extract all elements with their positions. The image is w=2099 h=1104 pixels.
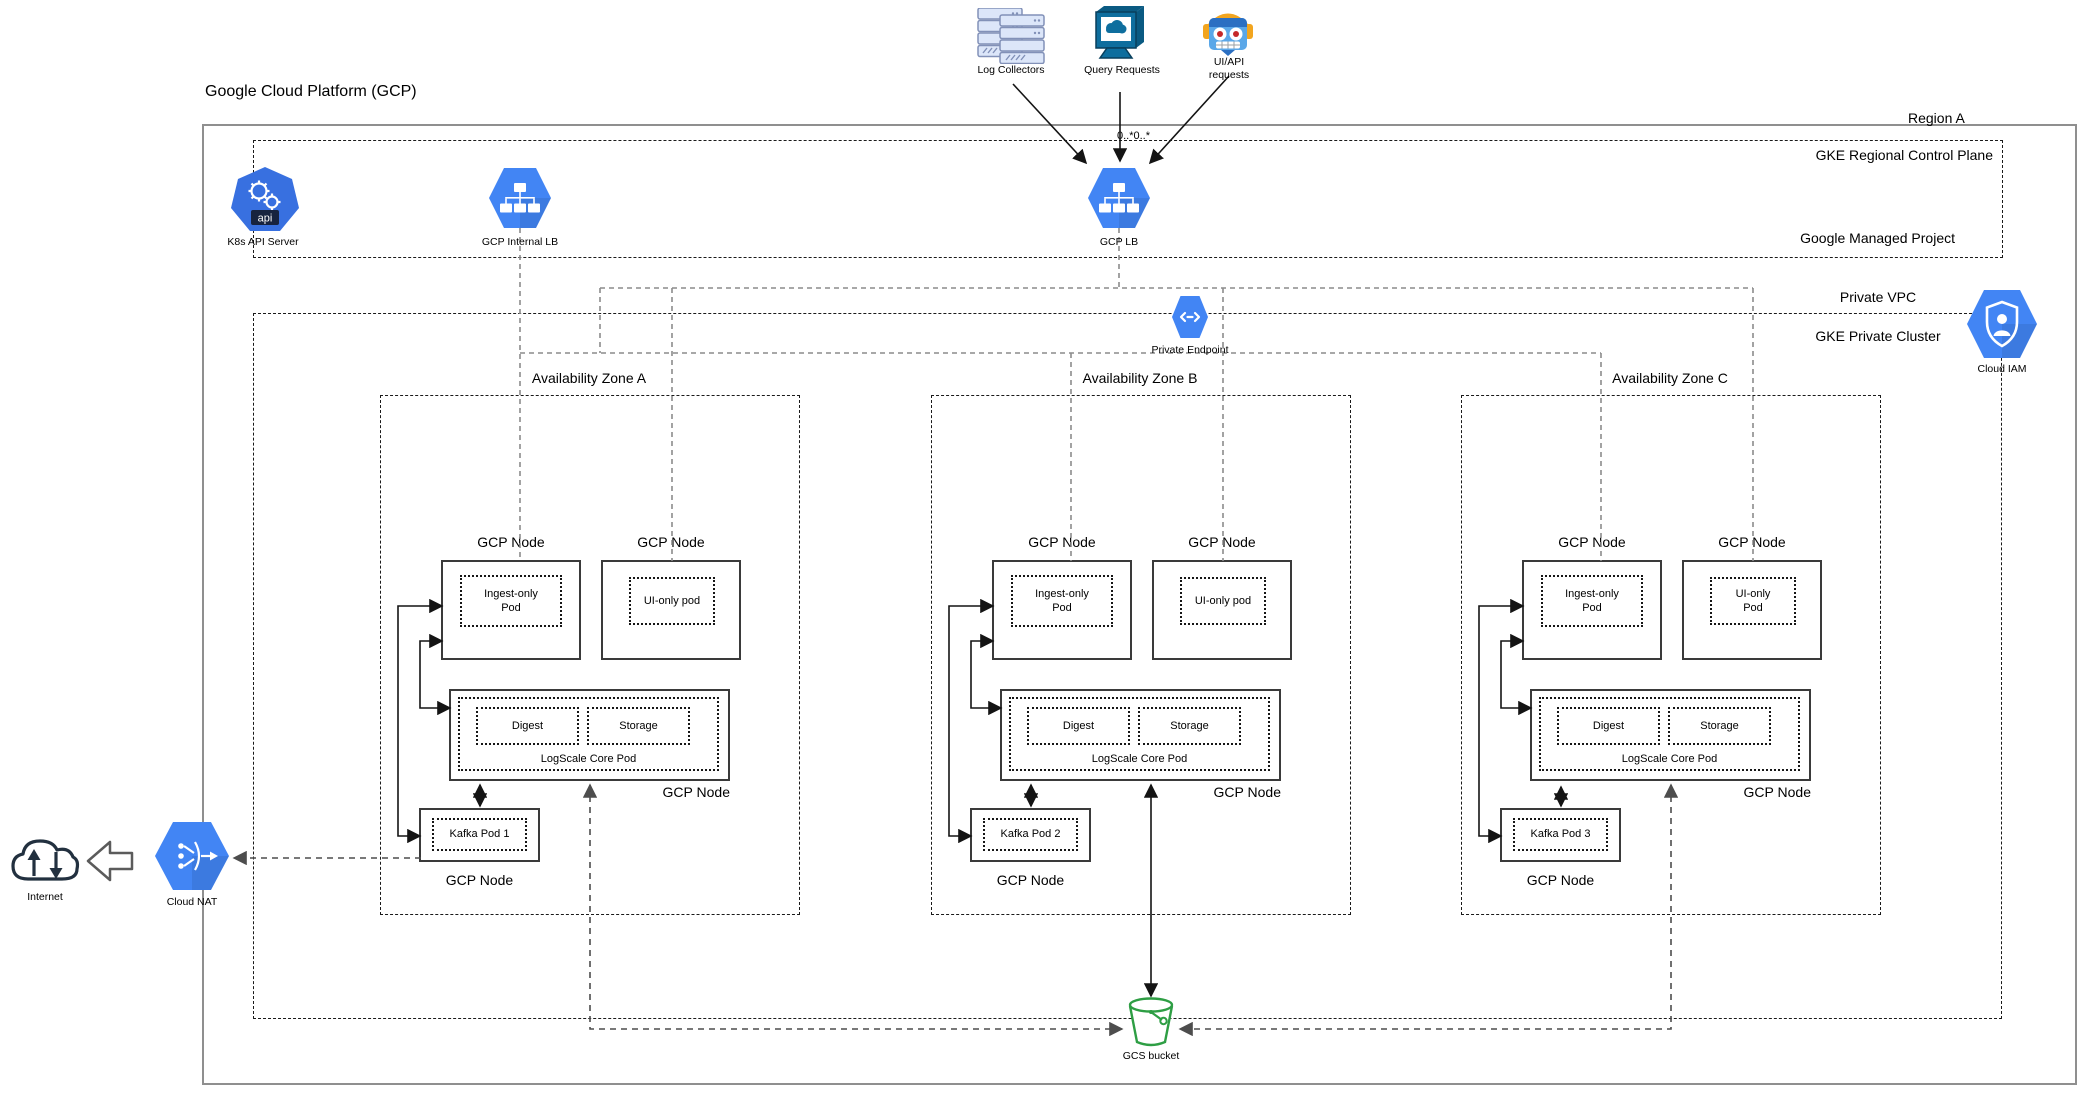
gcp-node-label: GCP Node: [996, 872, 1065, 888]
gcp-node-label: GCP Node: [477, 534, 545, 550]
ingest-only-pod[interactable]: Ingest-only Pod: [460, 575, 562, 627]
gke-private-cluster-label: GKE Private Cluster: [1815, 328, 1941, 344]
ingest-gcp-node[interactable]: Ingest-only Pod: [1522, 560, 1662, 660]
gcp-node-label: GCP Node: [1526, 872, 1595, 888]
cloud-iam-label: Cloud IAM: [1977, 363, 2027, 375]
gcp-lb-icon[interactable]: [1087, 167, 1151, 229]
log-collectors-icon[interactable]: [976, 8, 1046, 64]
private-endpoint-label: Private Endpoint: [1151, 344, 1229, 356]
availability-zone-c[interactable]: Availability Zone C GCP Node Ingest-only…: [1461, 370, 1881, 915]
cloud-nat-icon[interactable]: [154, 821, 230, 891]
storage-pod[interactable]: Storage: [1668, 707, 1771, 745]
gcp-node-label: GCP Node: [445, 872, 514, 888]
cloud-iam-icon[interactable]: [1966, 289, 2038, 359]
availability-zone-a[interactable]: Availability Zone A GCP Node Ingest-only…: [380, 370, 800, 915]
private-vpc-label: Private VPC: [1839, 289, 1917, 305]
zone-label: Availability Zone A: [531, 370, 647, 386]
control-plane-label: GKE Regional Control Plane: [1815, 147, 1993, 163]
k8s-api-server-icon[interactable]: api: [228, 166, 302, 232]
availability-zone-b[interactable]: Availability Zone B GCP Node Ingest-only…: [931, 370, 1351, 915]
core-gcp-node[interactable]: Digest Storage LogScale Core Pod: [1000, 689, 1281, 781]
managed-project-label: Google Managed Project: [1800, 230, 1955, 246]
diagram-title: Google Cloud Platform (GCP): [205, 83, 417, 100]
gcp-node-label: GCP Node: [1558, 534, 1626, 550]
internet-cloud-icon[interactable]: [8, 832, 82, 888]
query-requests-icon[interactable]: [1094, 6, 1150, 62]
gcs-bucket-icon[interactable]: [1127, 996, 1175, 1050]
cardinality-label: 0..*0..*: [1117, 130, 1151, 142]
gcp-node-label: GCP Node: [637, 534, 705, 550]
logscale-core-pod-label: LogScale Core Pod: [1091, 753, 1188, 765]
logscale-core-pod[interactable]: [1539, 697, 1800, 771]
digest-pod[interactable]: Digest: [476, 707, 579, 745]
region-box[interactable]: [202, 124, 2077, 1085]
storage-pod[interactable]: Storage: [1138, 707, 1241, 745]
query-requests-label: Query Requests: [1084, 64, 1160, 76]
logscale-core-pod-label: LogScale Core Pod: [1621, 753, 1718, 765]
digest-pod[interactable]: Digest: [1557, 707, 1660, 745]
ui-only-pod[interactable]: UI-only pod: [629, 577, 715, 625]
gcp-node-label: GCP Node: [1718, 534, 1786, 550]
kafka-gcp-node[interactable]: Kafka Pod 1: [419, 808, 540, 862]
ui-only-pod[interactable]: UI-only Pod: [1710, 577, 1796, 625]
internet-label: Internet: [27, 891, 63, 903]
kafka-pod[interactable]: Kafka Pod 2: [983, 818, 1078, 851]
core-gcp-node[interactable]: Digest Storage LogScale Core Pod: [1530, 689, 1811, 781]
logscale-core-pod[interactable]: [458, 697, 719, 771]
ui-gcp-node[interactable]: UI-only pod: [1152, 560, 1292, 660]
api-glyph-text: api: [258, 213, 273, 225]
ui-api-requests-label: UI/API requests: [1208, 56, 1250, 81]
kafka-gcp-node[interactable]: Kafka Pod 2: [970, 808, 1091, 862]
kafka-pod[interactable]: Kafka Pod 3: [1513, 818, 1608, 851]
ingest-gcp-node[interactable]: Ingest-only Pod: [992, 560, 1132, 660]
left-arrow-icon: [86, 840, 134, 882]
kafka-gcp-node[interactable]: Kafka Pod 3: [1500, 808, 1621, 862]
gcp-node-label: GCP Node: [1213, 784, 1281, 800]
gcp-internal-lb-icon[interactable]: [488, 167, 552, 229]
robot-icon[interactable]: [1203, 8, 1253, 56]
kafka-pod[interactable]: Kafka Pod 1: [432, 818, 527, 851]
logscale-core-pod-label: LogScale Core Pod: [540, 753, 637, 765]
gcp-lb-label: GCP LB: [1099, 236, 1139, 248]
zone-label: Availability Zone B: [1082, 370, 1198, 386]
cloud-nat-label: Cloud NAT: [166, 896, 218, 908]
ui-only-pod[interactable]: UI-only pod: [1180, 577, 1266, 625]
gcp-node-label: GCP Node: [1028, 534, 1096, 550]
ingest-only-pod[interactable]: Ingest-only Pod: [1011, 575, 1113, 627]
logscale-core-pod[interactable]: [1009, 697, 1270, 771]
ui-gcp-node[interactable]: UI-only Pod: [1682, 560, 1822, 660]
ui-gcp-node[interactable]: UI-only pod: [601, 560, 741, 660]
log-collectors-label: Log Collectors: [977, 64, 1045, 76]
digest-pod[interactable]: Digest: [1027, 707, 1130, 745]
gcs-bucket-label: GCS bucket: [1122, 1050, 1180, 1062]
private-endpoint-icon[interactable]: [1171, 295, 1209, 339]
gcp-node-label: GCP Node: [1743, 784, 1811, 800]
gcp-internal-lb-label: GCP Internal LB: [481, 236, 559, 248]
k8s-api-server-label: K8s API Server: [227, 236, 299, 248]
region-label: Region A: [1908, 110, 1965, 126]
storage-pod[interactable]: Storage: [587, 707, 690, 745]
private-vpc-box[interactable]: [253, 313, 2002, 1019]
ingest-only-pod[interactable]: Ingest-only Pod: [1541, 575, 1643, 627]
gcp-node-label: GCP Node: [1188, 534, 1256, 550]
core-gcp-node[interactable]: Digest Storage LogScale Core Pod: [449, 689, 730, 781]
zone-label: Availability Zone C: [1612, 370, 1728, 386]
gcp-node-label: GCP Node: [662, 784, 730, 800]
ingest-gcp-node[interactable]: Ingest-only Pod: [441, 560, 581, 660]
